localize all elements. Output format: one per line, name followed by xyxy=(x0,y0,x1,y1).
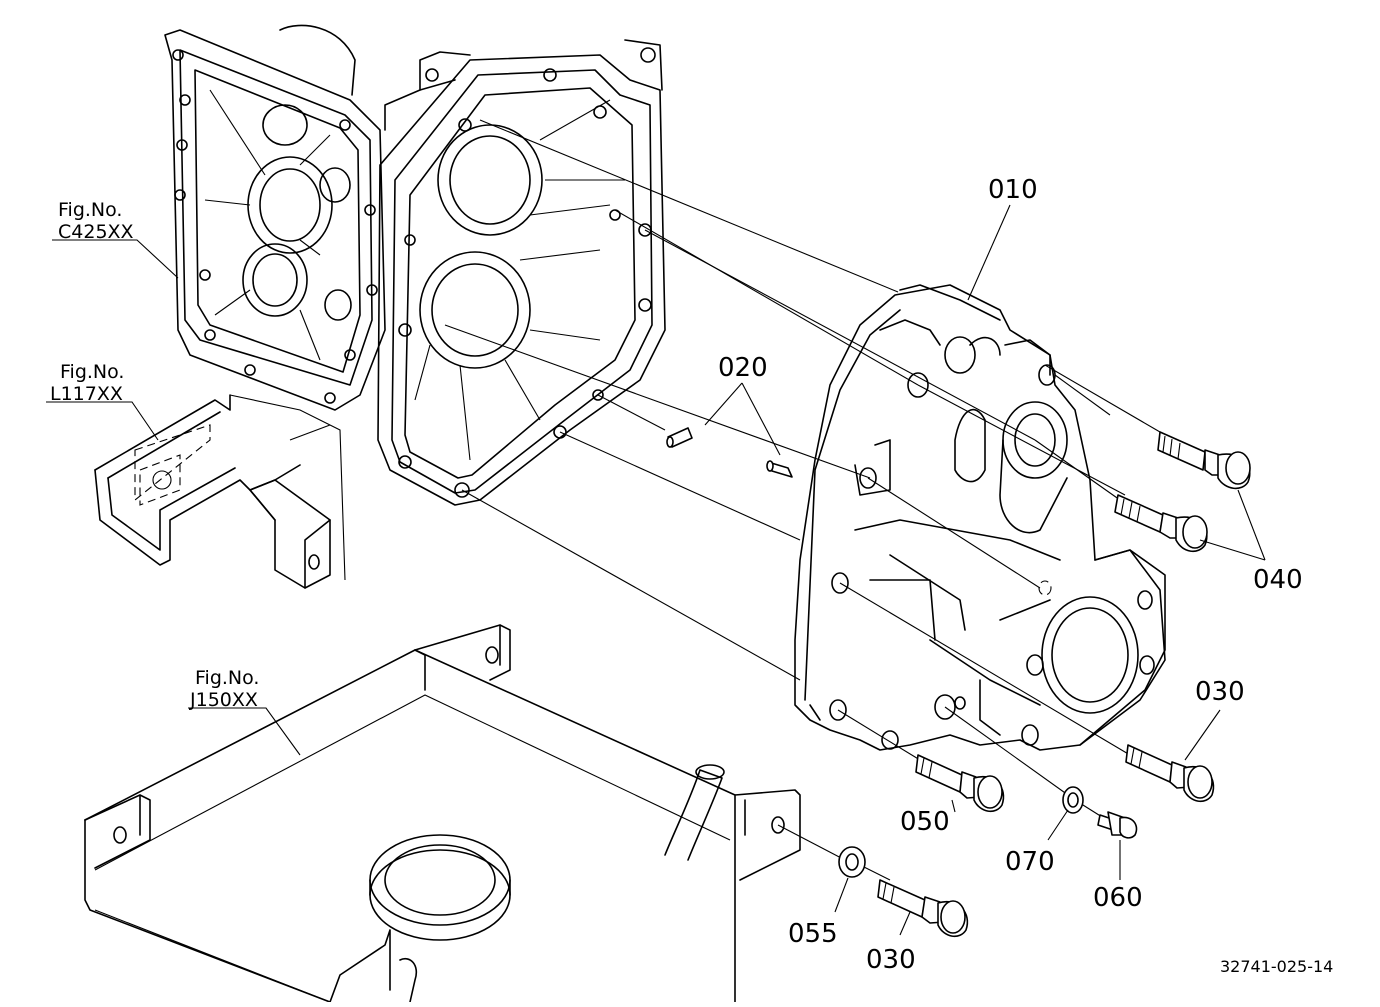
fig-ref-line2: L117XX xyxy=(50,383,123,405)
part-label-060: 060 xyxy=(1093,883,1143,913)
part-040-bolt-upper xyxy=(1157,431,1251,490)
drawing-code: 32741-025-14 xyxy=(1220,957,1333,976)
part-label-030-lower: 030 xyxy=(866,945,916,975)
part-label-040: 040 xyxy=(1253,565,1303,595)
rear-transmission-housing xyxy=(164,24,471,411)
oil-pan xyxy=(84,624,801,1003)
figure-reference-l117xx: Fig.No. L117XX xyxy=(50,361,124,405)
part-020-dowel-pins xyxy=(666,427,793,478)
part-070-washer xyxy=(1062,786,1084,814)
assembly-lines xyxy=(444,119,1161,881)
fig-ref-line2: C425XX xyxy=(58,221,134,243)
fig-ref-line1: Fig.No. xyxy=(195,667,259,689)
label-leaders xyxy=(46,204,1266,936)
part-055-washer xyxy=(838,846,866,878)
part-040-bolt-lower xyxy=(1114,494,1208,553)
fig-ref-line1: Fig.No. xyxy=(58,199,122,221)
part-label-030-upper: 030 xyxy=(1195,677,1245,707)
part-label-070: 070 xyxy=(1005,847,1055,877)
part-050-bolt xyxy=(915,754,1005,813)
fig-ref-line1: Fig.No. xyxy=(60,361,124,383)
fig-ref-line2: J150XX xyxy=(189,689,258,711)
part-030-bolt-right xyxy=(1125,744,1215,803)
part-030-bolt-lower xyxy=(877,879,969,938)
part-010-cover xyxy=(794,284,1166,751)
part-label-010: 010 xyxy=(988,175,1038,205)
mounting-bracket xyxy=(94,394,346,589)
part-label-050: 050 xyxy=(900,807,950,837)
figure-reference-c425xx: Fig.No. C425XX xyxy=(58,199,134,243)
part-label-055: 055 xyxy=(788,919,838,949)
figure-reference-j150xx: Fig.No. J150XX xyxy=(189,667,259,711)
part-060-plug-bolt xyxy=(1097,811,1138,839)
front-transmission-housing xyxy=(377,39,666,506)
part-label-020: 020 xyxy=(718,353,768,383)
